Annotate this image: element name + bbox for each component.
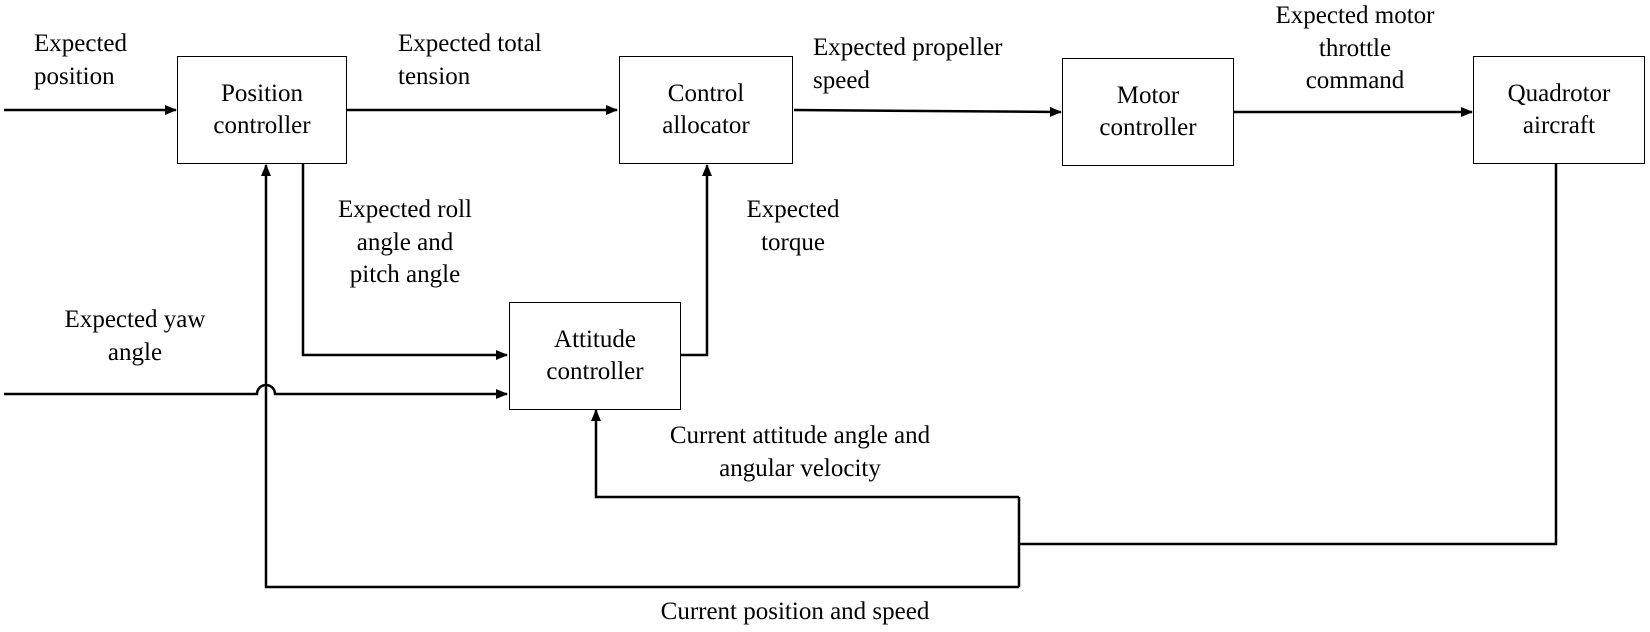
label-expected-yaw-angle: Expected yaw angle	[64, 306, 206, 366]
motor-controller-label: Motor controller	[1099, 81, 1197, 142]
attitude-controller-label: Attitude controller	[546, 325, 644, 386]
position-controller-label: Position controller	[213, 79, 311, 140]
wire-roll-pitch	[301, 164, 508, 360]
label-expected-motor-throttle-command: Expected motor throttle command	[1275, 2, 1435, 94]
wire-feedback-attitude-branch	[591, 409, 1019, 499]
wire-torque	[681, 164, 712, 357]
wire-propeller-speed	[793, 106, 1062, 117]
label-expected-total-tension: Expected total tension	[398, 30, 542, 90]
motor-controller-block[interactable]: Motor controller	[1062, 58, 1234, 166]
quadrotor-aircraft-block[interactable]: Quadrotor aircraft	[1473, 56, 1645, 164]
label-expected-torque: Expected torque	[746, 196, 840, 256]
quadrotor-aircraft-label: Quadrotor aircraft	[1507, 79, 1611, 140]
wire-feedback-main	[1019, 164, 1558, 546]
label-current-position-speed: Current position and speed	[660, 598, 930, 625]
wire-expected-yaw	[4, 383, 508, 399]
wire-feedback-position	[261, 164, 1019, 589]
label-expected-propeller-speed: Expected propeller speed	[813, 34, 1003, 94]
control-allocator-block[interactable]: Control allocator	[619, 56, 793, 164]
label-expected-roll-pitch: Expected roll angle and pitch angle	[338, 196, 472, 288]
attitude-controller-block[interactable]: Attitude controller	[509, 302, 681, 410]
label-current-attitude: Current attitude angle and angular veloc…	[669, 422, 931, 482]
control-allocator-label: Control allocator	[662, 79, 750, 140]
position-controller-block[interactable]: Position controller	[177, 56, 347, 164]
label-expected-position: Expected position	[34, 30, 128, 90]
